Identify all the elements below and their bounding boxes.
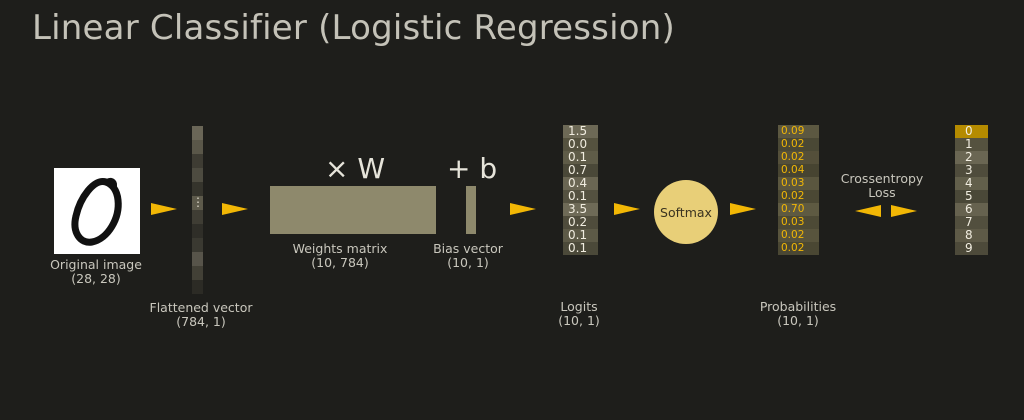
probability-cell: 0.02 [778, 190, 819, 203]
logit-cell: 3.5 [563, 203, 598, 216]
logit-cell: 0.1 [563, 151, 598, 164]
class-label-cell: 5 [955, 190, 988, 203]
class-label-cell: 3 [955, 164, 988, 177]
class-label-cell: 8 [955, 229, 988, 242]
bias-label: Bias vector [433, 241, 503, 256]
original-image-caption: Original image (28, 28) [50, 258, 142, 286]
flattened-cell [192, 196, 203, 210]
loss-arrow-right-icon [891, 205, 917, 217]
class-label-cell: 2 [955, 151, 988, 164]
arrow-4-icon [614, 203, 640, 215]
bias-operator: + b [447, 152, 498, 185]
page-title: Linear Classifier (Logistic Regression) [32, 8, 675, 48]
flattened-cell [192, 252, 203, 266]
flattened-cell [192, 168, 203, 182]
weights-operator: × W [325, 152, 386, 185]
flattened-cell [192, 182, 203, 196]
logit-cell: 0.2 [563, 216, 598, 229]
flattened-cell [192, 266, 203, 280]
probability-cell: 0.70 [778, 203, 819, 216]
flattened-shape: (784, 1) [176, 314, 226, 329]
arrow-3-icon [510, 203, 536, 215]
logits-label: Logits [560, 299, 598, 314]
logit-cell: 1.5 [563, 125, 598, 138]
flattened-vector [192, 126, 203, 294]
softmax-node: Softmax [654, 180, 718, 244]
arrow-5-icon [730, 203, 756, 215]
probability-cell: 0.02 [778, 151, 819, 164]
probability-cell: 0.03 [778, 177, 819, 190]
loss-line1: Crossentropy [840, 171, 924, 186]
weights-shape: (10, 784) [311, 255, 369, 270]
flattened-cell [192, 126, 203, 140]
probability-cell: 0.09 [778, 125, 819, 138]
class-label-cell: 7 [955, 216, 988, 229]
handwritten-zero-icon [71, 177, 122, 246]
logit-cell: 0.1 [563, 190, 598, 203]
probabilities-label: Probabilities [759, 299, 837, 314]
loss-caption: Crossentropy Loss [841, 172, 924, 200]
class-label-cell: 1 [955, 138, 988, 151]
logits-caption: Logits (10, 1) [558, 300, 600, 328]
loss-line2: Loss [868, 185, 896, 200]
arrow-1-icon [151, 203, 177, 215]
logit-cell: 0.1 [563, 242, 598, 255]
flattened-cell [192, 210, 203, 224]
flattened-cell [192, 238, 203, 252]
probabilities-shape: (10, 1) [777, 313, 819, 328]
flattened-cell [192, 140, 203, 154]
flattened-cell [192, 224, 203, 238]
logit-cell: 0.1 [563, 229, 598, 242]
flattened-caption: Flattened vector (784, 1) [150, 301, 253, 329]
weights-label: Weights matrix [292, 241, 388, 256]
original-image-label: Original image [50, 257, 142, 272]
bias-vector [466, 186, 476, 234]
flattened-cell [192, 280, 203, 294]
probability-cell: 0.04 [778, 164, 819, 177]
arrow-2-icon [222, 203, 248, 215]
logit-cell: 0.4 [563, 177, 598, 190]
probability-cell: 0.02 [778, 138, 819, 151]
probability-cell: 0.02 [778, 229, 819, 242]
logit-cell: 0.7 [563, 164, 598, 177]
probability-cell: 0.03 [778, 216, 819, 229]
class-label-cell: 9 [955, 242, 988, 255]
bias-caption: Bias vector (10, 1) [433, 242, 503, 270]
loss-arrow-left-icon [855, 205, 881, 217]
logits-shape: (10, 1) [558, 313, 600, 328]
flattened-cell [192, 154, 203, 168]
weights-matrix [270, 186, 436, 234]
probability-cell: 0.02 [778, 242, 819, 255]
digit-image [54, 168, 140, 254]
flattened-ellipsis: ⋮ [192, 195, 204, 209]
original-image-shape: (28, 28) [71, 271, 121, 286]
probabilities-caption: Probabilities (10, 1) [760, 300, 836, 328]
flattened-label: Flattened vector [149, 300, 253, 315]
class-label-cell: 6 [955, 203, 988, 216]
class-label-cell: 0 [955, 125, 988, 138]
class-label-cell: 4 [955, 177, 988, 190]
logit-cell: 0.0 [563, 138, 598, 151]
weights-caption: Weights matrix (10, 784) [293, 242, 388, 270]
bias-shape: (10, 1) [447, 255, 489, 270]
